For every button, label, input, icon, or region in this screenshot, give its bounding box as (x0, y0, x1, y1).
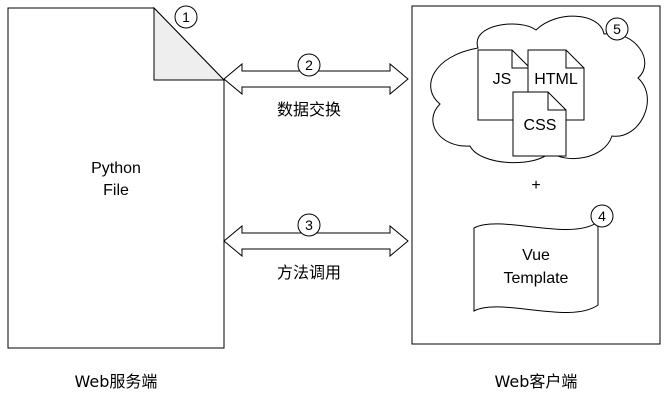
svg-text:5: 5 (613, 21, 621, 37)
python-file: Python File (7, 6, 226, 349)
vue-template: Vue Template (473, 221, 599, 313)
method-call-arrow (223, 224, 409, 258)
marker-5: 5 (605, 17, 629, 41)
marker-1: 1 (174, 5, 198, 29)
folded-corner (153, 6, 226, 81)
js-label: JS (493, 71, 512, 88)
vue-template-label-line1: Vue (522, 247, 550, 264)
python-file-label-line2: File (103, 182, 129, 199)
marker-3: 3 (297, 213, 321, 237)
svg-text:3: 3 (305, 217, 313, 233)
svg-text:1: 1 (182, 9, 190, 25)
data-exchange-label: 数据交换 (277, 100, 341, 119)
data-exchange-arrow (223, 62, 409, 96)
css-label: CSS (524, 117, 557, 134)
python-file-label-line1: Python (91, 160, 141, 177)
client-caption: Web客户端 (495, 372, 578, 391)
html-label: HTML (534, 71, 578, 88)
svg-text:2: 2 (305, 57, 313, 73)
css-file: CSS (512, 91, 567, 157)
vue-template-label-line2: Template (504, 270, 569, 287)
plus-sign: + (531, 177, 540, 194)
marker-2: 2 (297, 53, 321, 77)
server-caption: Web服务端 (75, 372, 158, 391)
method-call-label: 方法调用 (277, 263, 341, 282)
marker-4: 4 (590, 204, 614, 228)
svg-text:4: 4 (598, 208, 606, 224)
